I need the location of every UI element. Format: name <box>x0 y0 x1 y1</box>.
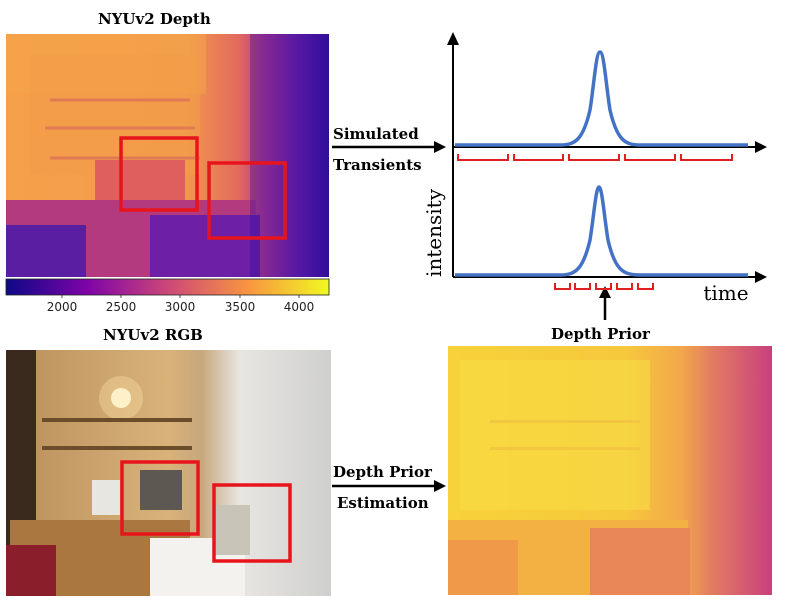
plot-ylabel: intensity <box>422 188 446 277</box>
plot-xlabel: time <box>703 281 748 305</box>
plot-x-axis-bottom <box>453 271 767 283</box>
simulated-transients-arrow <box>332 141 446 153</box>
colorbar-tick: 2000 <box>46 300 78 314</box>
rgb-image <box>6 350 331 596</box>
fine-bins <box>554 283 654 290</box>
transient-curve-top <box>455 50 748 147</box>
rgb-title: NYUv2 RGB <box>103 326 203 344</box>
colorbar-tick: 3000 <box>164 300 196 314</box>
depth-prior-estimation-label-2: Estimation <box>337 494 429 512</box>
depth-map-image <box>6 34 329 277</box>
colorbar-ticks <box>61 295 300 298</box>
rgb-highlight-box-1 <box>120 460 200 536</box>
transients-label: Transients <box>333 156 422 174</box>
colorbar <box>5 278 330 296</box>
depth-prior-image <box>448 346 772 595</box>
colorbar-tick: 4000 <box>283 300 315 314</box>
depth-prior-estimation-label-1: Depth Prior <box>333 463 432 481</box>
colorbar-tick: 3500 <box>224 300 256 314</box>
rgb-highlight-box-2 <box>212 483 292 563</box>
depth-prior-title: Depth Prior <box>551 325 650 343</box>
depth-highlight-box-2 <box>207 161 287 240</box>
plot-x-axis-top <box>453 141 767 153</box>
depth-highlight-box-1 <box>119 136 199 212</box>
plot-y-axis <box>447 32 459 277</box>
depth-prior-up-arrow <box>599 286 611 320</box>
coarse-bins <box>457 154 733 161</box>
simulated-label: Simulated <box>333 125 419 143</box>
colorbar-tick: 2500 <box>105 300 137 314</box>
depth-prior-estimation-arrow <box>332 480 446 492</box>
transient-curve-bottom <box>455 185 748 277</box>
depth-title: NYUv2 Depth <box>98 10 211 28</box>
